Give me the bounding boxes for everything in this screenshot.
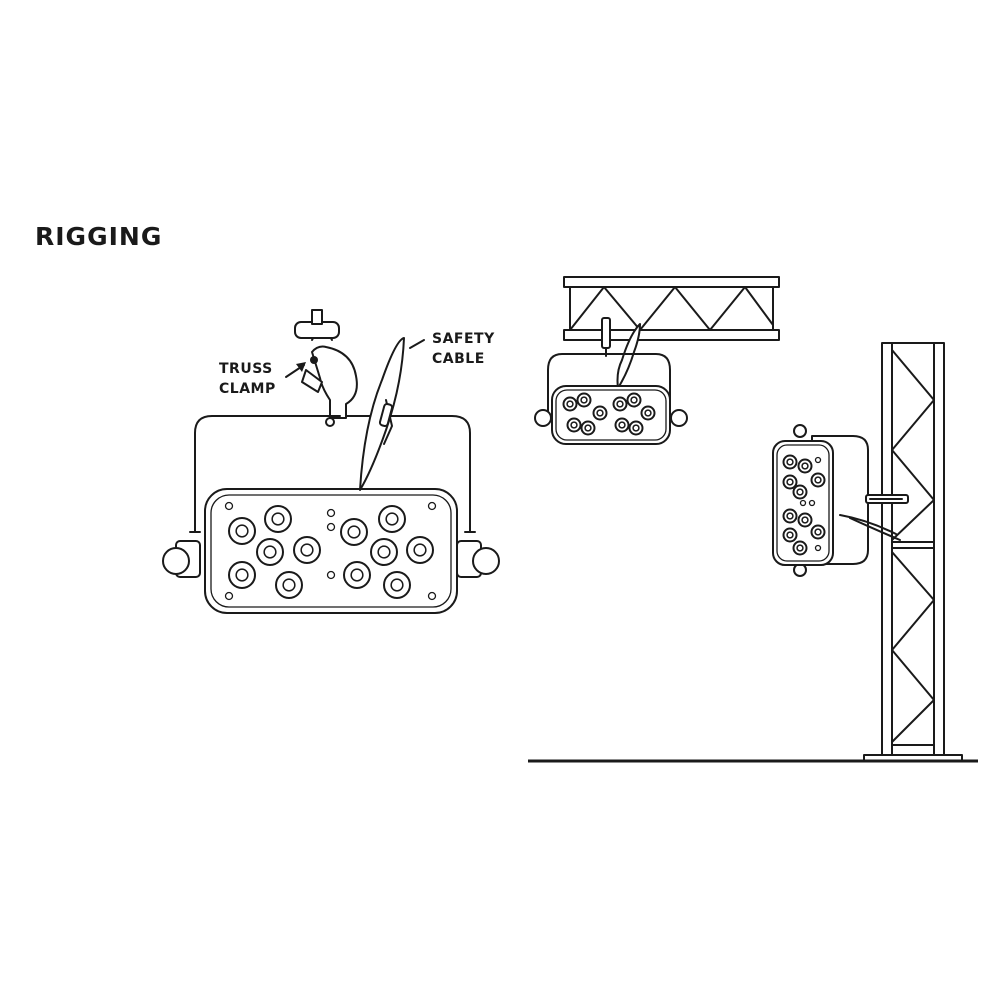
screw <box>224 501 234 511</box>
screw <box>814 544 822 552</box>
led-lens <box>580 420 596 436</box>
led-lens-inner <box>377 545 391 559</box>
led-lens <box>810 524 826 540</box>
led-lens <box>264 505 292 533</box>
led-lens <box>782 454 798 470</box>
led-lens <box>792 540 808 556</box>
truss-clamp <box>285 309 358 427</box>
page-title: RIGGING <box>35 222 163 251</box>
led-lens-inner <box>796 544 804 552</box>
led-lens-inner <box>385 512 399 526</box>
horizontal-truss <box>563 276 780 341</box>
side-mounted-fixture <box>772 424 909 577</box>
led-lens <box>797 458 813 474</box>
screw <box>326 570 336 580</box>
led-lens <box>640 405 656 421</box>
led-lens <box>383 571 411 599</box>
led-lens <box>228 517 256 545</box>
screw <box>326 522 336 532</box>
led-lens <box>576 392 592 408</box>
led-lens <box>797 512 813 528</box>
screw <box>808 499 816 507</box>
led-lens-inner <box>390 578 404 592</box>
led-lens-inner <box>570 421 578 429</box>
led-lens-inner <box>300 543 314 557</box>
truss-clamp-label-line-2: CLAMP <box>219 381 276 397</box>
led-lens-inner <box>632 424 640 432</box>
led-lens <box>782 508 798 524</box>
screw <box>814 456 822 464</box>
led-lens-inner <box>644 409 652 417</box>
safety-cable-label: SAFETY CABLE <box>432 329 495 369</box>
led-lens-inner <box>235 524 249 538</box>
led-lens <box>614 417 630 433</box>
led-lens-inner <box>347 525 361 539</box>
led-lens-inner <box>801 462 809 470</box>
truss-clamp-label: TRUSS CLAMP <box>219 359 276 399</box>
led-lens <box>782 527 798 543</box>
led-lens-inner <box>566 400 574 408</box>
led-lens-inner <box>584 424 592 432</box>
screw <box>799 499 807 507</box>
led-lens <box>592 405 608 421</box>
led-lens-inner <box>786 458 794 466</box>
safety-cable <box>359 337 425 491</box>
screw <box>224 591 234 601</box>
led-lens <box>792 484 808 500</box>
led-lens <box>810 472 826 488</box>
led-lens-inner <box>596 409 604 417</box>
led-lens-inner <box>814 476 822 484</box>
led-lens <box>343 561 371 589</box>
screw <box>427 591 437 601</box>
led-lens-inner <box>801 516 809 524</box>
hanging-fixture-leds <box>562 392 656 436</box>
led-lens <box>340 518 368 546</box>
truss-clamp-label-line-1: TRUSS <box>219 361 273 377</box>
led-lens <box>256 538 284 566</box>
led-lens-inner <box>263 545 277 559</box>
led-lens-inner <box>786 512 794 520</box>
led-lens-inner <box>786 478 794 486</box>
led-lens-inner <box>796 488 804 496</box>
vertical-truss <box>863 342 963 762</box>
led-lens-inner <box>235 568 249 582</box>
led-lens <box>566 417 582 433</box>
led-lens <box>378 505 406 533</box>
hanging-fixture <box>534 317 688 445</box>
led-lens <box>612 396 628 412</box>
led-lens-inner <box>580 396 588 404</box>
led-lens <box>406 536 434 564</box>
led-lens-inner <box>271 512 285 526</box>
led-lens-inner <box>814 528 822 536</box>
led-lens <box>626 392 642 408</box>
led-lens-inner <box>350 568 364 582</box>
safety-cable-label-line-2: CABLE <box>432 351 485 367</box>
led-lens-inner <box>786 531 794 539</box>
side-fixture-leds <box>782 454 826 556</box>
led-lens-inner <box>413 543 427 557</box>
large-fixture-leds <box>224 501 437 601</box>
screw <box>326 508 336 518</box>
safety-cable-label-line-1: SAFETY <box>432 331 495 347</box>
led-lens-inner <box>282 578 296 592</box>
large-fixture <box>162 415 500 614</box>
led-lens <box>628 420 644 436</box>
led-lens <box>293 536 321 564</box>
led-lens-inner <box>630 396 638 404</box>
led-lens <box>275 571 303 599</box>
led-lens <box>228 561 256 589</box>
led-lens-inner <box>618 421 626 429</box>
led-lens <box>370 538 398 566</box>
led-lens <box>782 474 798 490</box>
led-lens <box>562 396 578 412</box>
screw <box>427 501 437 511</box>
led-lens-inner <box>616 400 624 408</box>
